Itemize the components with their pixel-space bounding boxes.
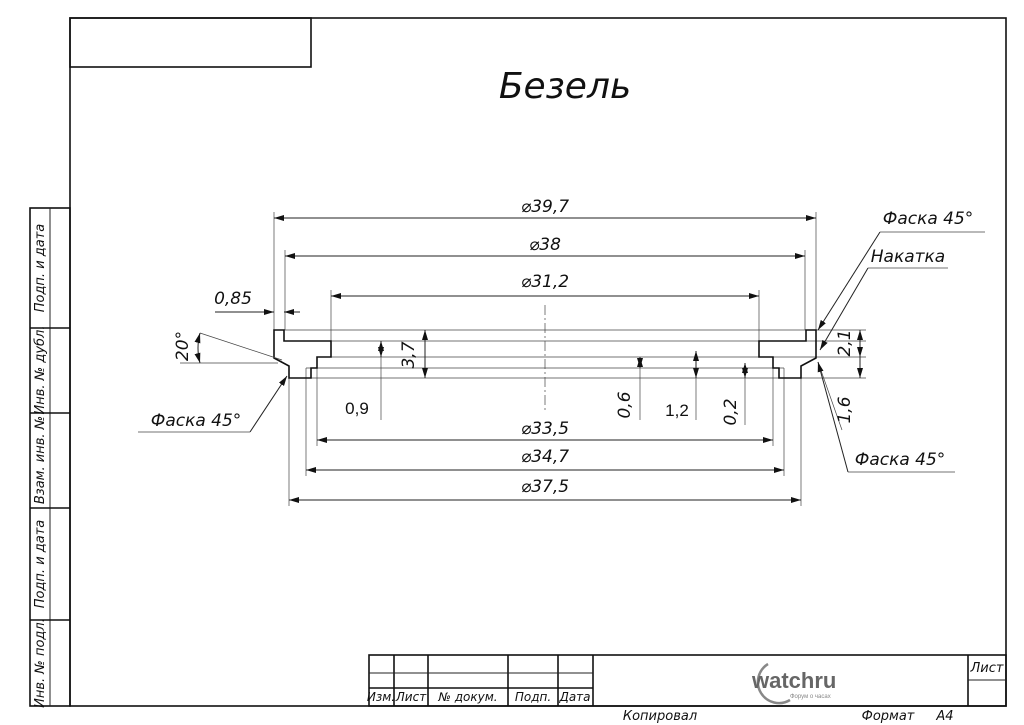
side-stamp-label: Взам. инв. № <box>33 416 48 504</box>
dim-0-9: 0,9 <box>345 399 369 418</box>
note-chamfer-right-top: Фаска 45° <box>883 209 974 229</box>
height-dimensions: 3,7 0,9 0,6 1,2 0,2 <box>345 330 748 426</box>
watchru-logo: watchru Форум о часах <box>751 662 836 705</box>
header-list: Лист <box>395 690 427 704</box>
logo-text: watchru <box>751 668 836 693</box>
logo-subtitle: Форум о часах <box>790 694 831 700</box>
note-knurl: Накатка <box>871 247 945 267</box>
dim-3-7: 3,7 <box>399 341 419 368</box>
dim-d37-5: ⌀37,5 <box>521 477 569 497</box>
dim-0-2: 0,2 <box>721 398 741 425</box>
part-section-left <box>273 329 332 379</box>
header-doc-number: № докум. <box>437 690 497 704</box>
note-chamfer-left: Фаска 45° <box>151 411 242 431</box>
dim-angle-20: 20° <box>173 331 193 361</box>
dim-0-85: 0,85 <box>214 289 252 309</box>
dim-d31-2: ⌀31,2 <box>521 272 569 292</box>
right-dimensions: 2,1 1,6 Фаска 45° Накатка Фаска 45° <box>817 209 985 473</box>
format-value: A4 <box>935 709 953 724</box>
side-stamp-label: Подп. и дата <box>33 520 48 609</box>
dim-d34-7: ⌀34,7 <box>521 447 569 467</box>
sheet-label: Лист <box>970 661 1004 676</box>
header-signature: Подп. <box>515 690 551 704</box>
header-date: Дата <box>558 690 590 704</box>
part-section-right <box>758 329 817 379</box>
header-izm: Изм. <box>367 690 395 704</box>
diameter-dimensions: ⌀39,7 ⌀38 ⌀31,2 ⌀33,5 ⌀34,7 ⌀37,5 <box>274 197 816 503</box>
title-block: Изм. Лист № докум. Подп. Дата Лист watch… <box>367 654 1007 724</box>
side-stamp: Подп. и дата Инв. № дубл. Взам. инв. № П… <box>29 207 71 708</box>
left-dimensions: 0,85 20° Фаска 45° <box>138 289 300 433</box>
format-label: Формат <box>862 709 915 724</box>
note-chamfer-right-bottom: Фаска 45° <box>855 450 946 470</box>
dim-d39-7: ⌀39,7 <box>521 197 569 217</box>
copied-label: Копировал <box>623 709 697 724</box>
dim-0-6: 0,6 <box>615 391 635 418</box>
dim-1-6: 1,6 <box>835 396 855 423</box>
extension-lines <box>273 212 866 506</box>
dim-d33-5: ⌀33,5 <box>521 419 569 439</box>
drawing-title: Безель <box>499 66 631 107</box>
side-stamp-label: Инв. № дубл. <box>33 326 48 415</box>
side-stamp-label: Инв. № подл. <box>33 618 48 708</box>
dim-d38: ⌀38 <box>529 235 561 255</box>
side-stamp-label: Подп. и дата <box>33 224 48 313</box>
sheet-frame <box>69 17 1007 707</box>
dim-1-2: 1,2 <box>665 401 689 420</box>
dim-2-1: 2,1 <box>835 329 855 356</box>
